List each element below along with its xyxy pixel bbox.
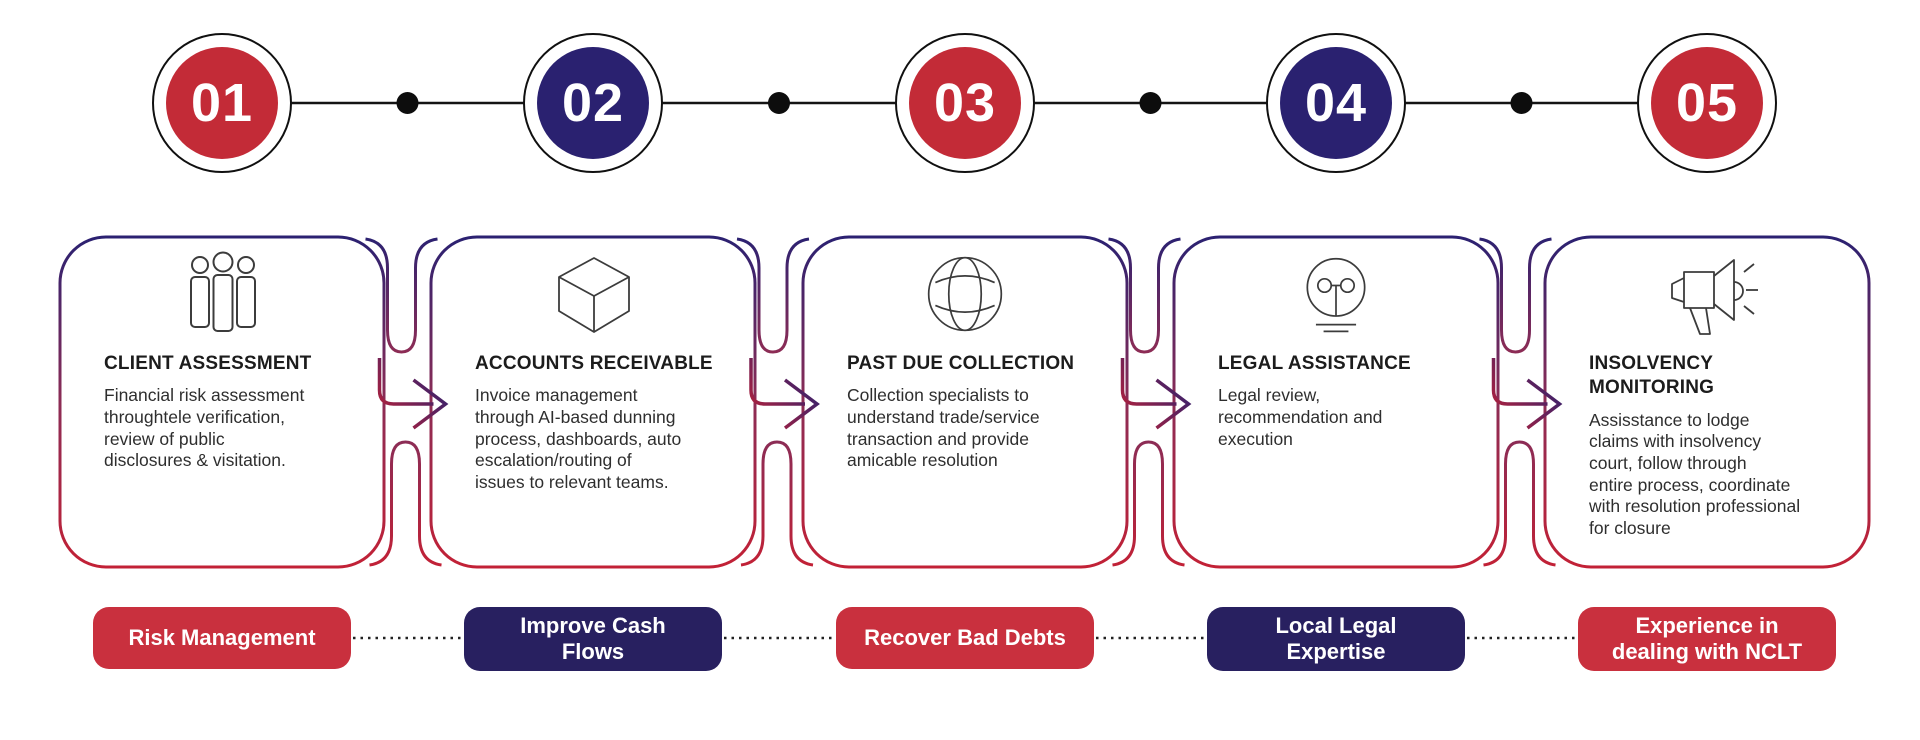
step-5-description: Assisstance to lodge claims with insolve…: [1589, 409, 1801, 539]
timeline-dot: [1139, 92, 1162, 114]
step-3-title: PAST DUE COLLECTION: [847, 353, 1075, 374]
step-5-number: 05: [1675, 73, 1739, 133]
people-icon: [178, 250, 268, 342]
step-4-circle: 04: [1266, 33, 1406, 173]
step-2-title: ACCOUNTS RECEIVABLE: [475, 353, 713, 374]
step-4-tag-label: Local Legal Expertise: [1275, 613, 1397, 664]
step-2-circle: 02: [523, 33, 663, 173]
step-1-circle: 01: [152, 33, 292, 173]
step-1-card: CLIENT ASSESSMENT Financial risk assessm…: [104, 352, 360, 472]
step-3-tag-label: Recover Bad Debts: [864, 625, 1066, 651]
cube-icon: [551, 250, 637, 338]
step-3-description: Collection specialists to understand tra…: [847, 385, 1040, 471]
step-1-tag-label: Risk Management: [128, 625, 316, 651]
step-4-tag: Local Legal Expertise: [1207, 607, 1465, 671]
step-1-title: CLIENT ASSESSMENT: [104, 353, 312, 374]
step-4-number: 04: [1304, 73, 1368, 133]
step-5-title: INSOLVENCY MONITORING: [1589, 353, 1715, 399]
timeline-dot: [1510, 92, 1533, 114]
globe-icon: [922, 250, 1008, 338]
step-3-card: PAST DUE COLLECTION Collection specialis…: [847, 352, 1103, 472]
step-5-circle: 05: [1637, 33, 1777, 173]
step-5-card: INSOLVENCY MONITORING Assisstance to lod…: [1589, 352, 1845, 540]
step-2-description: Invoice management through AI-based dunn…: [475, 385, 682, 493]
step-4-title: LEGAL ASSISTANCE: [1218, 353, 1411, 374]
timeline-dot: [396, 92, 419, 114]
step-1-description: Financial risk assessment throughtele ve…: [104, 385, 305, 471]
megaphone-icon: [1660, 254, 1760, 340]
step-3-number: 03: [933, 73, 997, 133]
step-1-number: 01: [190, 73, 254, 133]
idea-ground-icon: [1293, 250, 1379, 342]
step-2-tag: Improve Cash Flows: [464, 607, 722, 671]
step-4-description: Legal review, recommendation and executi…: [1218, 385, 1383, 449]
step-5-tag: Experience in dealing with NCLT: [1578, 607, 1836, 671]
step-1-tag: Risk Management: [93, 607, 351, 669]
step-3-circle: 03: [895, 33, 1035, 173]
step-3-tag: Recover Bad Debts: [836, 607, 1094, 669]
step-2-tag-label: Improve Cash Flows: [520, 613, 666, 664]
step-2-card: ACCOUNTS RECEIVABLE Invoice management t…: [475, 352, 731, 494]
step-2-number: 02: [561, 73, 625, 133]
timeline-dot: [768, 92, 790, 114]
step-4-card: LEGAL ASSISTANCE Legal review, recommend…: [1218, 352, 1474, 450]
step-5-tag-label: Experience in dealing with NCLT: [1611, 613, 1803, 664]
card-outline: [1543, 235, 1871, 569]
